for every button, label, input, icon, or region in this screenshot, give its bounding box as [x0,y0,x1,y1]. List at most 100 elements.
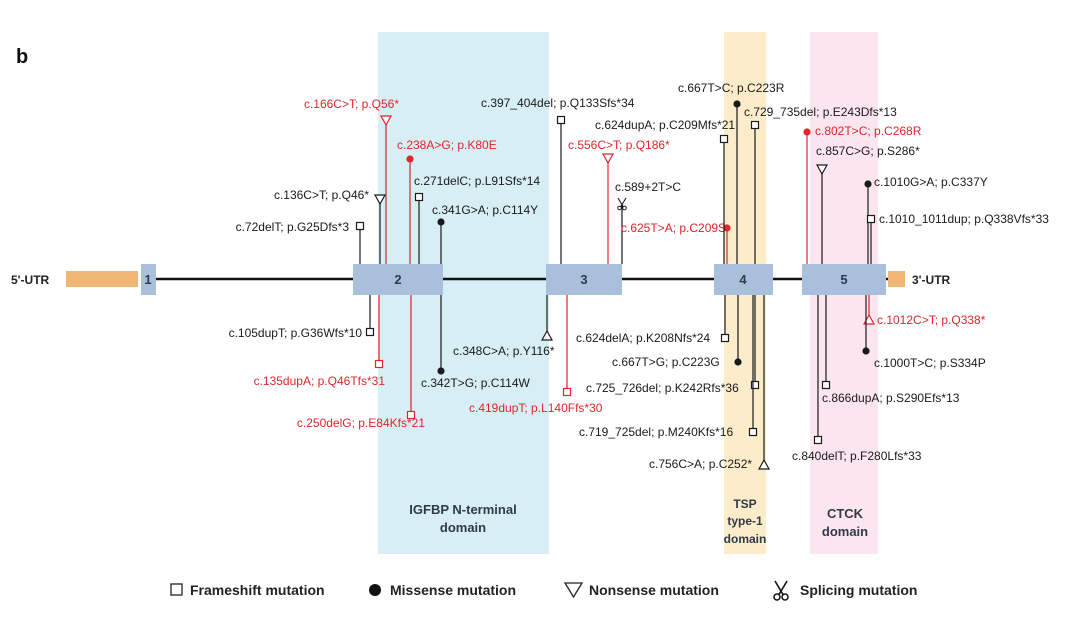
nonsense-marker-icon [373,194,387,206]
missense-marker-icon [406,155,414,163]
mutation-missense: c.238A>G; p.K80E [397,138,497,264]
tsp-domain-label-line-3: domain [724,532,767,546]
mutation-frameshift: c.397_404del; p.Q133Sfs*34 [481,96,635,264]
nonsense-legend-icon [563,582,584,599]
mutation-label: c.397_404del; p.Q133Sfs*34 [481,96,635,110]
mutation-lollipops: c.166C>T; p.Q56*c.238A>G; p.K80Ec.136C>T… [229,81,1050,471]
frameshift-marker-icon [406,410,416,420]
mutation-label: c.1010_1011dup; p.Q338Vfs*33 [879,212,1049,226]
mutation-splicing: c.589+2T>C [615,180,681,264]
mutation-label: c.556C>T; p.Q186* [568,138,670,152]
mutation-missense: c.667T>G; p.C223G [612,295,742,369]
missense-marker-icon [723,224,731,232]
missense-marker-icon [864,180,872,188]
mutation-label: c.72delT; p.G25Dfs*3 [236,220,350,234]
mutation-frameshift: c.419dupT; p.L140Ffs*30 [469,295,603,415]
mutation-label: c.667T>C; p.C223R [678,81,785,95]
frameshift-marker-icon [720,333,730,343]
mutation-nonsense: c.857C>G; p.S286* [815,144,920,264]
three-utr-bar [888,271,905,287]
tsp-domain-label-line-2: type-1 [727,514,763,528]
ctck-domain-label-line-2: domain [822,524,868,539]
exon-2-box [353,264,443,295]
mutation-label: c.840delT; p.F280Lfs*33 [792,449,922,463]
mutation-nonsense: c.1012C>T; p.Q338* [862,295,986,327]
mutation-frameshift: c.624dupA; p.C209Mfs*21 [595,118,735,264]
frameshift-marker-icon [748,427,758,437]
frameshift-marker-icon [365,327,375,337]
nonsense-legend-label: Nonsense mutation [589,582,719,598]
nonsense-marker-icon [540,329,554,341]
ctck-domain-label-line-1: CTCK [827,506,864,521]
mutation-missense: c.667T>C; p.C223R [678,81,785,264]
frameshift-marker-icon [813,435,823,445]
mutation-label: c.271delC; p.L91Sfs*14 [414,174,540,188]
mutation-missense: c.1010G>A; p.C337Y [864,175,988,264]
exon-5-box [802,264,886,295]
panel-label: b [16,46,28,68]
mutation-label: c.719_725del; p.M240Kfs*16 [579,425,733,439]
mutation-label: c.341G>A; p.C114Y [432,203,538,217]
mutation-frameshift: c.624delA; p.K208Nfs*24 [576,295,730,345]
frameshift-marker-icon [374,359,384,369]
mutation-label: c.1012C>T; p.Q338* [877,313,986,327]
frameshift-marker-icon [750,380,760,390]
mutation-label: c.105dupT; p.G36Wfs*10 [229,326,363,340]
exon-5-label: 5 [840,272,847,287]
scissors-blade [617,197,624,207]
exon-4-label: 4 [739,272,747,287]
scissors-legend-icon [773,580,789,601]
tsp-domain-label-line-1: TSP [733,497,756,511]
missense-marker-icon [733,100,741,108]
three-utr-label: 3'-UTR [912,273,951,287]
mutation-missense: c.625T>A; p.C209S [621,221,731,264]
mutation-nonsense: c.756C>A; p.C252* [649,295,771,471]
mutation-frameshift: c.72delT; p.G25Dfs*3 [236,220,365,264]
mutation-frameshift: c.725_726del; p.K242Rfs*36 [586,295,760,395]
mutation-missense: c.341G>A; p.C114Y [432,203,538,264]
missense-marker-icon [862,347,870,355]
mutation-frameshift: c.729_735del; p.E243Dfs*13 [744,105,897,264]
mutation-missense: c.1000T>C; p.S334P [862,295,986,370]
frameshift-marker-icon [414,192,424,202]
missense-legend-icon [369,584,381,596]
mutation-frameshift: c.135dupA; p.Q46Tfs*31 [254,295,386,388]
frameshift-marker-icon [750,120,760,130]
legend: Frameshift mutation Missense mutation No… [170,580,917,601]
mutation-nonsense: c.348C>A; p.Y116* [453,295,555,358]
mutation-frameshift: c.1010_1011dup; p.Q338Vfs*33 [866,212,1049,264]
nonsense-marker-icon [379,115,393,127]
mutation-label: c.729_735del; p.E243Dfs*13 [744,105,897,119]
mutation-label: c.667T>G; p.C223G [612,355,720,369]
exon-4-box [714,264,773,295]
splicing-legend-label: Splicing mutation [800,582,917,598]
mutation-label: c.866dupA; p.S290Efs*13 [822,391,960,405]
frameshift-legend-icon [170,583,183,596]
frameshift-marker-icon [719,134,729,144]
mutation-label: c.238A>G; p.K80E [397,138,497,152]
exon-1-box [141,264,156,295]
frameshift-marker-icon [821,380,831,390]
mutation-nonsense: c.136C>T; p.Q46* [274,188,387,264]
mutation-missense: c.802T>C; p.C268R [803,124,922,264]
frameshift-marker-icon [355,221,365,231]
igfbp-domain-label-line-2: domain [440,520,486,535]
mutation-label: c.802T>C; p.C268R [815,124,922,138]
mutation-frameshift: c.719_725del; p.M240Kfs*16 [579,295,758,439]
five-utr-bar [66,271,138,287]
missense-marker-icon [437,367,445,375]
mutation-label: c.725_726del; p.K242Rfs*36 [586,381,739,395]
mutation-label: c.624dupA; p.C209Mfs*21 [595,118,735,132]
mutation-label: c.589+2T>C [615,180,681,194]
missense-marker-icon [734,358,742,366]
mutation-label: c.1010G>A; p.C337Y [874,175,988,189]
exon-3-label: 3 [580,272,587,287]
exon-3-box [546,264,622,295]
mutation-label: c.625T>A; p.C209S [621,221,726,235]
mutation-label: c.135dupA; p.Q46Tfs*31 [254,374,386,388]
mutation-frameshift: c.866dupA; p.S290Efs*13 [821,295,960,405]
exon-1-label: 1 [144,272,151,287]
mutation-label: c.348C>A; p.Y116* [453,344,555,358]
scissors-handle [622,205,627,211]
mutation-frameshift: c.271delC; p.L91Sfs*14 [414,174,540,264]
